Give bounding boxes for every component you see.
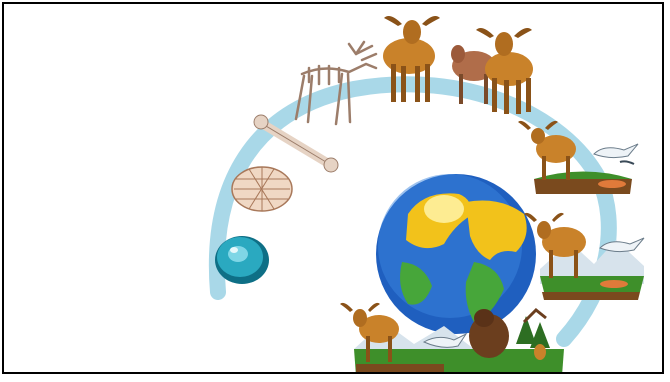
moose-pair-icon xyxy=(451,28,533,114)
habitat-icon xyxy=(524,213,644,300)
bone-icon xyxy=(254,115,338,172)
mesh-icon xyxy=(232,167,292,211)
evolution-scene xyxy=(4,4,664,374)
globe-icon xyxy=(376,174,536,334)
cell-icon xyxy=(215,236,269,284)
illustration-frame xyxy=(2,2,664,374)
